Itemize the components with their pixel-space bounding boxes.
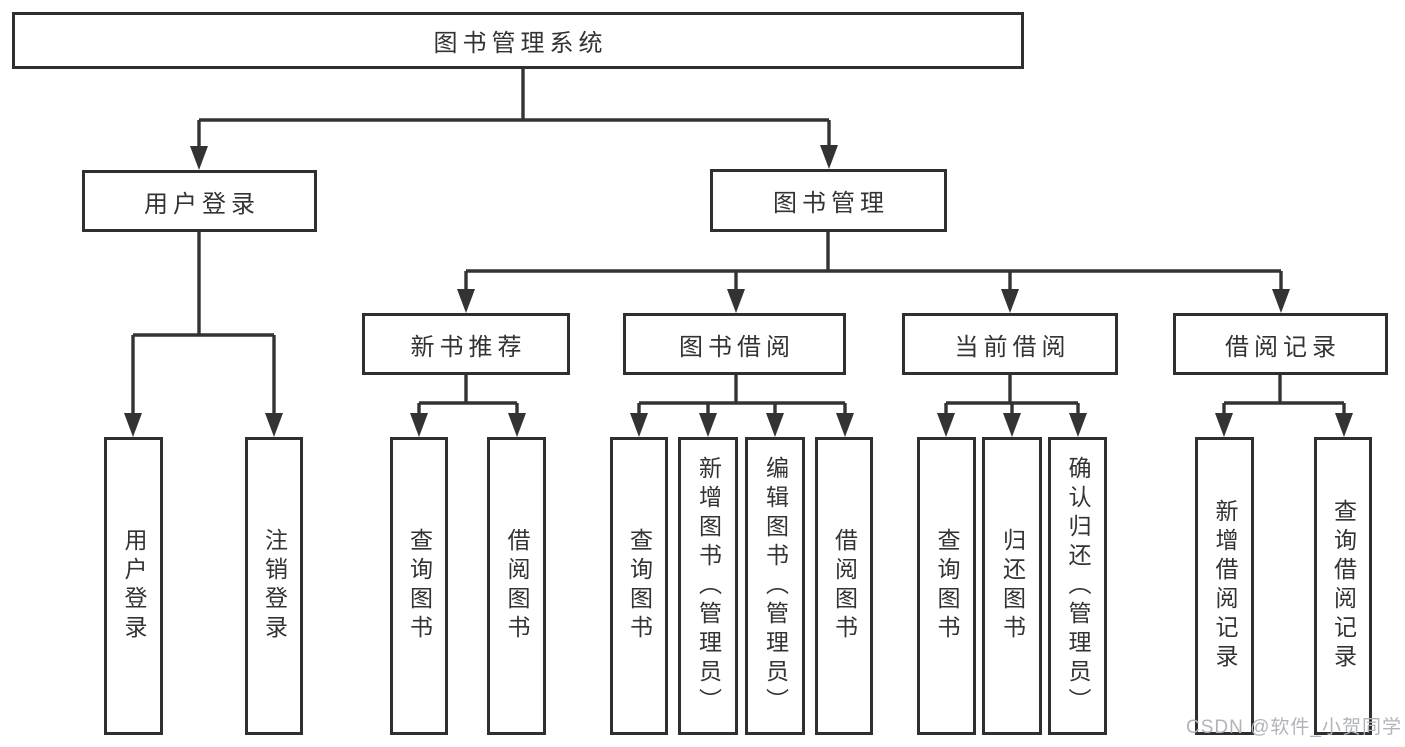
leaf-user-login: 用户登录 [104,437,163,735]
arrow-down-icon [820,145,838,169]
arrow-down-icon [1335,413,1353,437]
leaf-label: 编辑图书（管理员） [762,455,789,717]
arrow-down-icon [1001,289,1019,313]
watermark: CSDN @软件_小贺同学 [1186,717,1402,738]
leaf-borrow-books: 借阅图书 [815,437,873,735]
node-new-book-recommend: 新书推荐 [362,313,570,375]
connector-bookborrow-to-leaves [630,375,854,437]
leaf-label: 归还图书 [999,528,1026,644]
leaf-label: 查询图书 [626,528,653,644]
leaf-logout: 注销登录 [245,437,303,735]
leaf-add-books-admin: 新增图书（管理员） [678,437,738,735]
leaf-label: 注销登录 [261,528,288,644]
arrow-down-icon [699,413,717,437]
leaf-query-books: 查询图书 [610,437,668,735]
leaf-add-borrow-record: 新增借阅记录 [1195,437,1254,735]
leaf-borrow-books: 借阅图书 [487,437,546,735]
node-current-borrow: 当前借阅 [902,313,1118,375]
leaf-query-borrow-record: 查询借阅记录 [1314,437,1372,735]
arrow-down-icon [508,413,526,437]
leaf-label: 查询借阅记录 [1330,499,1357,673]
arrow-down-icon [630,413,648,437]
leaf-label: 新增图书（管理员） [695,455,722,717]
arrow-down-icon [265,413,283,437]
leaf-label: 用户登录 [121,528,147,644]
leaf-label: 查询图书 [934,528,960,644]
leaf-label: 查询图书 [406,528,433,644]
arrow-down-icon [937,413,955,437]
arrow-down-icon [766,413,784,437]
leaf-label: 借阅图书 [831,528,858,644]
arrow-down-icon [410,413,428,437]
arrow-down-icon [1215,413,1233,437]
node-user-login: 用户登录 [82,170,317,232]
arrow-down-icon [124,413,142,437]
connector-newbook-to-leaves [410,375,526,437]
arrow-down-icon [727,289,745,313]
connector-root-to-level2 [190,68,838,170]
node-library-management-system: 图书管理系统 [12,12,1024,69]
arrow-down-icon [836,413,854,437]
connector-currentborrow-to-leaves [937,375,1087,437]
leaf-label: 确认归还（管理员） [1065,455,1091,717]
arrow-down-icon [1003,413,1021,437]
connector-userlogin-to-leaves [124,232,283,437]
arrow-down-icon [1069,413,1087,437]
node-book-borrow: 图书借阅 [623,313,846,375]
node-book-management: 图书管理 [710,169,947,232]
arrow-down-icon [457,289,475,313]
leaf-return-books: 归还图书 [982,437,1042,735]
leaf-query-books: 查询图书 [917,437,976,735]
leaf-label: 借阅图书 [504,528,530,644]
node-borrow-records: 借阅记录 [1173,313,1388,375]
leaf-confirm-return-admin: 确认归还（管理员） [1048,437,1107,735]
arrow-down-icon [190,146,208,170]
arrow-down-icon [1272,289,1290,313]
connector-bookmgmt-to-level3 [457,232,1290,313]
leaf-label: 新增借阅记录 [1212,499,1238,673]
leaf-edit-books-admin: 编辑图书（管理员） [745,437,805,735]
leaf-query-books: 查询图书 [390,437,448,735]
connector-borrowrecords-to-leaves [1215,375,1353,437]
